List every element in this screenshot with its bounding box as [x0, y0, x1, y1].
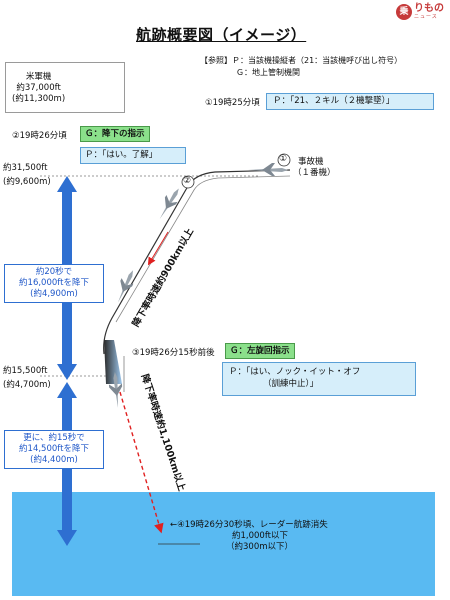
altitude-15500-m: (約4,700m) — [3, 380, 51, 390]
event-3-instruction: Ｇ：左旋回指示 — [225, 343, 295, 359]
marker-1-label: ① — [279, 154, 288, 164]
event-1-aircraft-sub: （１番機） — [293, 168, 336, 178]
reference-g-line: Ｇ：地上管制機関 — [236, 68, 300, 77]
event-3-message-line1: Ｐ：「はい、ノック・イット・オフ — [229, 367, 361, 377]
descent-note-2-line3: (約4,400m) — [30, 455, 78, 465]
us-aircraft-box: 米軍機 約37,000ft (約11,300m) — [5, 62, 125, 113]
logo-sub: ニュース — [414, 14, 438, 20]
descent-note-1-line1: 約20秒で — [35, 267, 73, 277]
descent-note-2: 更に、約15秒で 約14,500ftを降下 (約4,400m) — [4, 430, 104, 469]
altitude-15500-ft: 約15,500ft — [3, 366, 48, 376]
us-aircraft-label: 米軍機 — [25, 72, 52, 82]
event-3-message-line2: （訓練中止）」 — [263, 379, 319, 389]
event-4-line3: （約300m以下） — [226, 542, 294, 552]
descent-note-2-line1: 更に、約15秒で — [23, 433, 85, 443]
event-2-message-box: Ｐ：「はい。了解」 — [80, 147, 186, 164]
event-2-time: ②19時26分頃 — [12, 131, 67, 141]
descent-red-arrow — [147, 231, 169, 266]
marker-2-label: ② — [183, 176, 192, 186]
aircraft-3-icon — [117, 270, 134, 303]
reference-p-line: Ｐ：当該機操縦者（21：当該機呼び出し符号） — [232, 56, 403, 65]
event-4-text: ←④19時26分30秒頃、レーダー航跡消失 約1,000ft以下 （約300m以… — [170, 520, 328, 553]
marker-2-circle — [181, 175, 195, 189]
descent-note-1: 約20秒で 約16,000ftを降下 (約4,900m) — [4, 264, 104, 303]
diagram-title: 航跡概要図（イメージ） — [136, 26, 307, 44]
descent-note-1-line3: (約4,900m) — [30, 289, 78, 299]
event-4-line2: 約1,000ft以下 — [232, 531, 289, 541]
aircraft-1-icon — [248, 163, 288, 176]
us-aircraft-alt-m: (約11,300m) — [12, 94, 66, 104]
descent-note-1-line2: 約16,000ftを降下 — [19, 278, 89, 288]
final-dive-dashed-line — [119, 391, 164, 534]
us-aircraft-alt-ft: 約37,000ft — [16, 83, 61, 93]
event-3-time: ③19時26分15秒前後 — [132, 348, 215, 358]
logo-text: りもの — [414, 3, 444, 14]
reference-legend: 【参照】Ｐ：当該機操縦者（21：当該機呼び出し符号） Ｇ：地上管制機関 — [200, 55, 402, 79]
reference-heading: 【参照】 — [200, 56, 232, 65]
logo: 乗 りもの ニュース — [396, 4, 444, 20]
altitude-31500-m: (約9,600m) — [3, 177, 51, 187]
event-4-line1: ←④19時26分30秒頃、レーダー航跡消失 — [170, 520, 328, 530]
event-3-message-box: Ｐ：「はい、ノック・イット・オフ （訓練中止）」 — [222, 362, 416, 396]
flight-track — [103, 169, 291, 355]
event-1-message-box: Ｐ：「21、２キル（２機撃墜）」 — [266, 93, 434, 110]
event-1-aircraft-label: 事故機 — [298, 157, 324, 167]
altitude-31500-ft: 約31,500ft — [3, 163, 48, 173]
event-2-instruction: Ｇ：降下の指示 — [80, 126, 150, 142]
descent-note-2-line2: 約14,500ftを降下 — [19, 444, 89, 454]
descent-shade — [104, 340, 122, 384]
logo-badge: 乗 — [396, 4, 412, 20]
us-aircraft-text: 米軍機 約37,000ft (約11,300m) — [12, 72, 65, 105]
marker-1-circle — [277, 153, 291, 167]
aircraft-2-icon — [159, 188, 179, 220]
aircraft-4-icon — [108, 371, 123, 408]
event-1-time: ①19時25分頃 — [205, 98, 260, 108]
flight-track-inner — [115, 175, 291, 323]
ground-area — [12, 492, 435, 596]
